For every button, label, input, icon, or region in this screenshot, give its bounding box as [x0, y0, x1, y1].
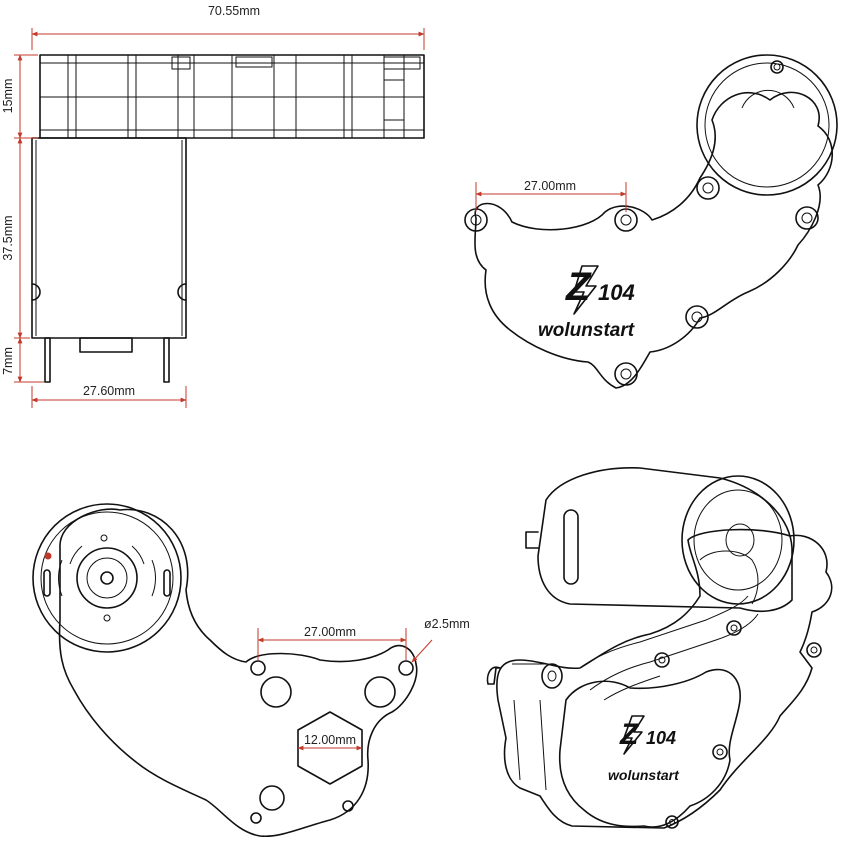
iso-bolt — [712, 744, 728, 760]
cover-bolt — [614, 208, 638, 232]
cover-bolt — [685, 305, 709, 329]
logo-mark: Z — [565, 265, 592, 309]
lightning-bolt-icon — [623, 715, 645, 755]
dimension-overall-width: 70.55mm — [31, 4, 425, 50]
iso-bolt — [654, 652, 670, 668]
iso-bolt — [806, 642, 822, 658]
cover-bolt — [770, 60, 784, 74]
dimension-hex-size: 12.00mm — [297, 733, 363, 751]
terminal-marker — [44, 552, 52, 560]
overall-width-label: 70.55mm — [208, 4, 260, 18]
side-view — [31, 54, 425, 383]
logo-iso: Z 104 wolunstart — [608, 715, 680, 783]
logo-brand: wolunstart — [608, 767, 680, 783]
hole-diameter-label: ø2.5mm — [424, 617, 470, 631]
rear-hole-spacing-label: 27.00mm — [304, 625, 356, 639]
terminal-length-label: 7mm — [1, 347, 15, 375]
dimension-gearbox-height: 15mm — [1, 54, 38, 139]
dimension-motor-diameter: 27.60mm — [31, 384, 187, 408]
cover-bolt — [696, 176, 720, 200]
cover-bolt — [795, 206, 819, 230]
logo-model: 104 — [598, 280, 635, 305]
dimension-rear-hole-spacing: 27.00mm — [257, 625, 407, 660]
logo-brand: wolunstart — [538, 320, 635, 341]
isometric-view: Z 104 wolunstart — [486, 466, 833, 829]
gearbox-height-label: 15mm — [1, 79, 15, 114]
logo-front: Z 104 wolunstart — [538, 265, 635, 341]
dimension-hole-diameter: ø2.5mm — [411, 617, 470, 663]
motor-length-label: 37.5mm — [1, 215, 15, 260]
iso-bolt — [665, 815, 679, 829]
front-cover-view: Z 104 wolunstart — [464, 54, 838, 389]
iso-bolt — [726, 620, 742, 636]
motor-diameter-label: 27.60mm — [83, 384, 135, 398]
dimension-front-hole-spacing: 27.00mm — [475, 179, 627, 212]
front-hole-spacing-label: 27.00mm — [524, 179, 576, 193]
dimension-terminal-length: 7mm — [1, 337, 44, 383]
lightning-bolt-icon — [573, 265, 599, 315]
logo-model: 104 — [646, 728, 676, 748]
rear-plate-view — [32, 503, 418, 838]
dimension-motor-length: 37.5mm — [1, 137, 30, 339]
logo-mark: Z — [619, 718, 640, 751]
hex-size-label: 12.00mm — [304, 733, 356, 747]
cover-bolt — [614, 362, 638, 386]
